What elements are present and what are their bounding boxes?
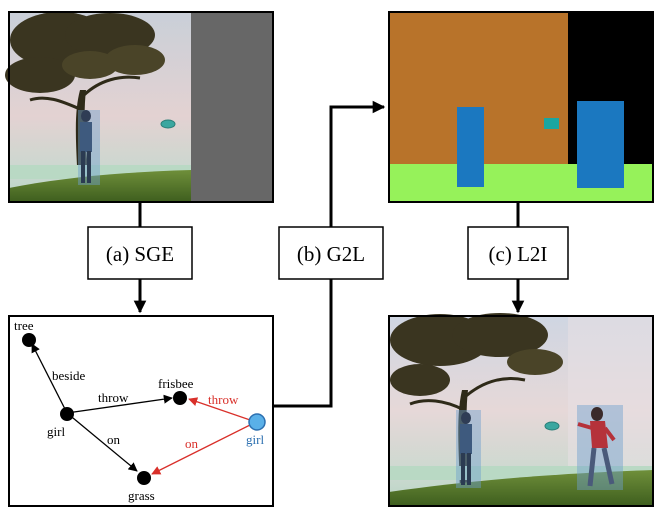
node-label-new-girl: girl xyxy=(246,432,264,447)
edge-on xyxy=(66,412,138,472)
generated-girl-2 xyxy=(577,405,623,490)
node-label-frisbee: frisbee xyxy=(158,376,194,391)
input-photo xyxy=(5,11,274,203)
edge-label-new-on: on xyxy=(185,436,199,451)
node-new-girl xyxy=(248,413,266,431)
connector-g2l-top xyxy=(329,100,386,227)
node-label-grass: grass xyxy=(128,488,155,503)
node-tree xyxy=(22,333,36,347)
step-label-sge: (a) SGE xyxy=(106,242,174,266)
generated-photo xyxy=(388,313,654,507)
step-label-l2i: (c) L2I xyxy=(489,242,548,266)
girl-figure xyxy=(78,110,100,185)
edge-label-new-throw: throw xyxy=(208,392,239,407)
edge-throw xyxy=(66,394,173,414)
step-box-l2i: (c) L2I xyxy=(467,226,569,280)
step-box-g2l: (b) G2L xyxy=(278,226,384,280)
node-girl xyxy=(60,407,74,421)
layout-map xyxy=(388,11,654,203)
node-grass xyxy=(137,471,151,485)
masked-region xyxy=(191,12,273,202)
generated-girl-1 xyxy=(456,410,481,488)
edge-label-on: on xyxy=(107,432,121,447)
frisbee-object xyxy=(160,119,176,129)
node-frisbee xyxy=(173,391,187,405)
edge-label-beside: beside xyxy=(52,368,85,383)
edge-label-throw: throw xyxy=(98,390,129,405)
step-box-sge: (a) SGE xyxy=(87,226,193,280)
step-label-g2l: (b) G2L xyxy=(297,242,365,266)
edge-new-on xyxy=(151,421,257,475)
node-label-girl: girl xyxy=(47,424,65,439)
node-label-tree: tree xyxy=(14,318,34,333)
edge-new-throw xyxy=(188,397,257,423)
generated-frisbee xyxy=(544,421,560,431)
scene-graph: tree girl frisbee grass girl beside thro… xyxy=(8,315,274,507)
connector-g2l-bottom xyxy=(273,279,333,408)
edge-beside xyxy=(31,343,68,414)
